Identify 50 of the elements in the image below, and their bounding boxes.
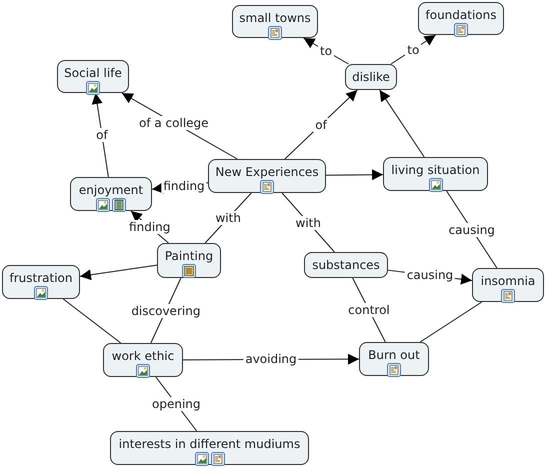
edge-label: of [313, 118, 329, 132]
edge-label: causing [446, 222, 497, 236]
edge-label: to [318, 44, 334, 58]
arrow [80, 264, 158, 280]
arrow [92, 92, 109, 178]
edge-label: finding [161, 179, 207, 194]
concept-label: substances [312, 258, 380, 272]
concept-label: enjoyment [78, 183, 144, 197]
arrow [326, 169, 384, 180]
concept-label: Burn out [368, 348, 420, 362]
concept-label: foundations [426, 8, 496, 22]
concept-label: frustration [10, 271, 72, 285]
concept-box [418, 2, 504, 35]
concept-box [383, 157, 488, 191]
concept-label: insomnia [480, 274, 536, 288]
concept-box [304, 252, 388, 278]
edge-label: with [213, 211, 243, 225]
concept-box [157, 243, 221, 278]
concept-label: New Experiences [215, 165, 319, 179]
concept-label: living situation [391, 163, 480, 177]
concept-label: Painting [164, 249, 214, 263]
connector-line [420, 302, 482, 342]
concept-box [345, 64, 397, 90]
edge-label: with [294, 216, 323, 230]
concept-box [103, 343, 183, 377]
edge-label: of a college [137, 116, 211, 130]
concept-label: work ethic [112, 349, 174, 363]
concept-label: dislike [352, 70, 390, 84]
edge-label: discovering [129, 304, 202, 318]
concept-label: Social life [64, 66, 122, 80]
concept-box [110, 431, 309, 465]
concept-box [70, 177, 152, 211]
edge-label: finding [127, 220, 172, 234]
arrow [284, 90, 358, 160]
edge-label: of [94, 128, 110, 142]
concept-box [232, 5, 318, 38]
edge-label: control [346, 303, 392, 317]
arrow [379, 90, 425, 158]
connector-line [62, 298, 122, 344]
edge-label: to [405, 42, 422, 56]
concept-box [472, 268, 544, 302]
concept-box [359, 342, 429, 376]
concept-box [2, 265, 80, 299]
concept-box [57, 60, 129, 93]
edge-label: opening [150, 397, 202, 411]
concept-box [208, 159, 326, 193]
edge-label: causing [404, 268, 456, 282]
edge-label: avoiding [243, 352, 299, 366]
concept-label: small towns [239, 11, 311, 25]
concept-label: interests in different mudiums [118, 437, 300, 451]
